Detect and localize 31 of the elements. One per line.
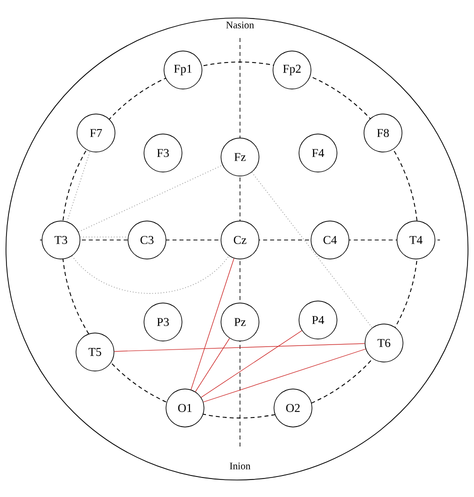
landmark-label: Inion: [228, 462, 252, 470]
connection-line: [78, 164, 223, 232]
electrode: Pz: [220, 302, 260, 342]
electrode: O2: [274, 388, 312, 428]
electrode: F3: [144, 134, 182, 172]
electrode: Fp2: [272, 50, 312, 90]
connection-line: [72, 255, 230, 294]
electrode: P4: [298, 300, 338, 340]
electrode: T4: [396, 220, 436, 260]
electrode: F4: [298, 134, 338, 172]
electrode: T5: [76, 332, 114, 372]
electrode: T6: [364, 324, 404, 362]
electrode: O1: [166, 388, 204, 428]
landmark-label: Nasion: [224, 20, 256, 30]
connection-line: [200, 330, 302, 398]
electrode: C4: [310, 220, 350, 260]
electrode: Fz: [220, 138, 260, 176]
electrode: Cz: [220, 220, 260, 260]
connection-line: [203, 348, 366, 402]
connection-line: [66, 151, 90, 222]
connection-line: [190, 258, 234, 390]
electrode: C3: [128, 220, 166, 260]
electrode: F8: [364, 114, 402, 152]
connection-line: [195, 338, 230, 392]
electrode: P3: [144, 302, 182, 342]
connection-line: [114, 343, 365, 352]
electrode: T3: [42, 220, 80, 260]
electrode: Fp1: [164, 50, 202, 90]
connection-line: [251, 172, 373, 328]
connection-line: [80, 236, 128, 238]
electrode: F7: [76, 114, 116, 152]
